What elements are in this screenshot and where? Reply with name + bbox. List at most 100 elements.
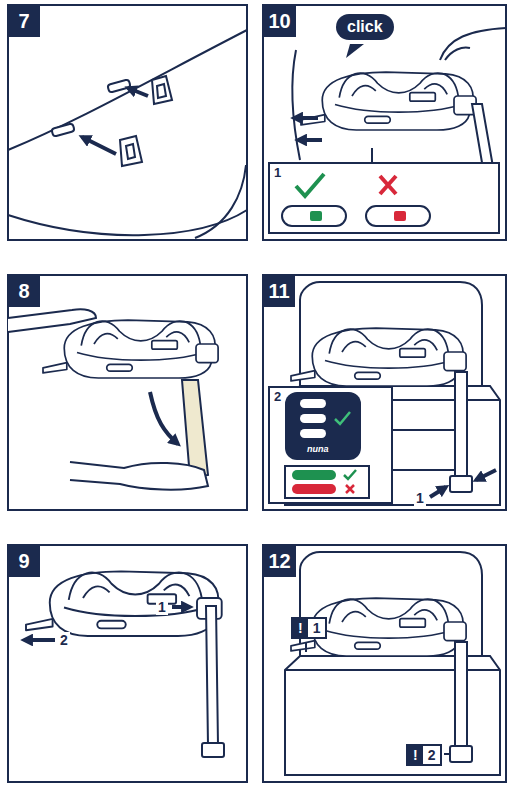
leg-adjust-illustration <box>346 485 354 493</box>
panel-frames <box>8 5 247 240</box>
base-click-illustration <box>282 206 346 226</box>
base-click-illustration <box>310 211 322 221</box>
leg-adjust-illustration <box>300 414 326 423</box>
leg-adjust-illustration <box>291 328 466 386</box>
isofix-guide-illustration <box>8 30 247 238</box>
leg-unfold-illustration <box>8 309 96 332</box>
isofix-guide-illustration <box>157 84 166 98</box>
leg-adjust-illustration <box>344 470 356 479</box>
detail-inset: 1 <box>268 162 500 234</box>
isofix-guide-illustration <box>8 30 247 150</box>
sound-bubble: click <box>336 14 394 40</box>
isofix-guide-illustration <box>51 123 74 136</box>
leg-unfold-illustration <box>70 462 208 490</box>
step-number-text: 10 <box>268 10 290 33</box>
panel-frames <box>8 5 506 782</box>
isofix-guide-illustration <box>152 76 172 104</box>
isofix-extend-illustration <box>26 571 222 636</box>
leg-adjust-illustration <box>292 484 336 494</box>
leg-adjust-illustration <box>300 399 326 408</box>
leg-adjust-illustration <box>450 476 472 492</box>
base-click-illustration <box>371 148 373 162</box>
brand-logo: nuna <box>305 444 331 454</box>
step-number-text: 7 <box>18 10 29 33</box>
final-check-illustration <box>291 598 466 656</box>
isofix-extend-illustration <box>202 743 224 757</box>
step-number: 12 <box>263 545 296 577</box>
isofix-guide-illustration <box>126 144 135 159</box>
detail-inset-text: 1 <box>274 165 281 180</box>
final-check-illustration <box>444 753 449 755</box>
base-click-illustration <box>268 162 500 234</box>
base-click-illustration <box>440 28 506 60</box>
isofix-guide-illustration <box>8 210 247 235</box>
panel-frames <box>263 275 506 510</box>
leg-unfold-illustration <box>150 392 178 444</box>
leg-adjust-illustration <box>300 429 326 438</box>
leg-unfold-illustration <box>8 309 218 489</box>
base-click-illustration <box>298 138 322 142</box>
panel-frames <box>8 275 247 510</box>
base-click-illustration <box>301 72 476 130</box>
panel-frames <box>8 545 247 782</box>
leg-adjust-illustration <box>285 466 369 498</box>
leg-adjust-illustration <box>292 470 336 480</box>
base-click-illustration <box>445 48 470 61</box>
leg-adjust-illustration <box>393 429 454 431</box>
detail-inset: 2 <box>268 386 393 504</box>
isofix-guide-illustration <box>82 137 116 154</box>
base-click-illustration <box>293 50 300 160</box>
callout-number: 2 <box>58 632 70 648</box>
leg-adjust-illustration <box>285 392 361 460</box>
base-click-illustration <box>346 44 364 58</box>
leg-adjust-illustration <box>335 412 350 424</box>
step-number-text: 9 <box>18 550 29 573</box>
panel-frames <box>263 545 506 782</box>
warning-mark-text: 2 <box>423 746 441 764</box>
sound-bubble-text: click <box>347 18 383 35</box>
final-check-illustration <box>455 642 467 748</box>
base-click-illustration <box>296 174 324 196</box>
leg-adjust-illustration <box>268 282 500 505</box>
leg-adjust-illustration <box>476 470 496 480</box>
isofix-extend-illustration <box>206 606 218 745</box>
final-check-illustration <box>450 746 472 762</box>
callout-number: 1 <box>156 599 168 615</box>
leg-adjust-illustration <box>430 487 446 497</box>
step-number: 11 <box>263 275 295 307</box>
callout-number: 1 <box>414 490 426 506</box>
warning-mark: !2 <box>406 744 442 766</box>
warning-mark-text: 1 <box>308 619 326 637</box>
base-click-illustration <box>366 206 430 226</box>
step-number: 8 <box>8 275 40 307</box>
leg-unfold-illustration <box>182 380 208 478</box>
warning-mark-text: ! <box>408 746 423 764</box>
step-number-text: 11 <box>268 280 289 303</box>
isofix-extend-illustration <box>24 638 55 642</box>
step-number-text: 8 <box>18 280 29 303</box>
panel-frames <box>263 5 506 240</box>
base-click-illustration <box>294 116 318 120</box>
isofix-extend-illustration <box>24 571 224 757</box>
warning-mark-text: ! <box>293 619 308 637</box>
base-click-illustration <box>394 211 406 221</box>
base-click-illustration <box>380 176 396 194</box>
isofix-guide-illustration <box>107 79 130 92</box>
leg-unfold-illustration <box>43 320 218 378</box>
leg-adjust-illustration <box>268 386 393 504</box>
warning-mark: !1 <box>291 617 327 639</box>
base-click-illustration <box>268 28 506 234</box>
step-number: 9 <box>8 545 40 577</box>
step-number: 10 <box>263 5 296 37</box>
final-check-illustration <box>285 552 500 775</box>
final-check-illustration <box>305 642 307 652</box>
isofix-guide-illustration <box>120 136 142 166</box>
leg-adjust-illustration <box>455 372 467 478</box>
detail-inset-text: 2 <box>274 389 281 404</box>
step-number-text: 12 <box>268 550 290 573</box>
isofix-guide-illustration <box>128 88 148 96</box>
isofix-extend-illustration <box>172 605 190 609</box>
leg-adjust-illustration <box>393 469 454 471</box>
